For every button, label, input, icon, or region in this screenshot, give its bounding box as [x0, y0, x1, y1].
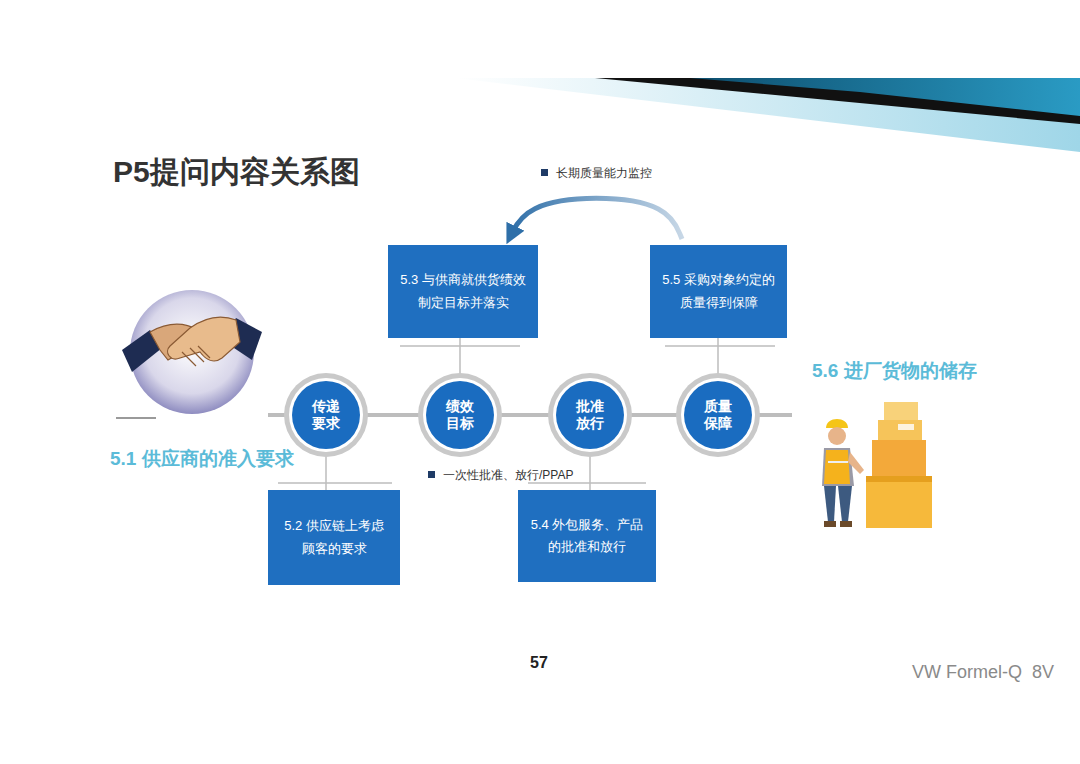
text-label: 5.6 进厂货物的储存 [812, 360, 980, 383]
stage-circle: 绩效目标 [426, 381, 494, 449]
header-band [690, 78, 1080, 116]
timeline [624, 413, 684, 417]
header-band [595, 78, 1080, 124]
process-box: 5.5 采购对象约定的质量得到保障 [650, 245, 787, 338]
node-text: 质量保障 [703, 398, 734, 433]
stage-circle: 传递要求 [292, 381, 360, 449]
leader-line [459, 338, 461, 381]
process-box: 5.2 供应链上考虑顾客的要求 [268, 490, 400, 585]
leader-bar [665, 345, 775, 347]
stage-circle: 批准放行 [556, 381, 624, 449]
timeline [750, 413, 792, 417]
timeline [268, 413, 292, 417]
worker-illustration [822, 402, 932, 528]
label-text: 5.6 进厂货物的储存 [812, 360, 977, 381]
text-label: VW Formel-Q 8V [912, 662, 1054, 684]
bullet-mark [428, 471, 435, 478]
timeline [494, 413, 556, 417]
node-text: 5.5 采购对象约定的质量得到保障 [660, 269, 777, 313]
stage-circle: 质量保障 [684, 381, 752, 449]
diagram-title: P5提问内容关系图 [113, 152, 360, 193]
timeline [360, 413, 426, 417]
process-box: 5.4 外包服务、产品的批准和放行 [518, 490, 656, 582]
node-text: 5.3 与供商就供货绩效制定目标并落实 [398, 269, 528, 313]
node-text: 5.2 供应链上考虑顾客的要求 [278, 515, 390, 559]
node-text: 5.4 外包服务、产品的批准和放行 [528, 514, 646, 558]
label-text: 5.1 供应商的准入要求 [110, 448, 294, 469]
node-text: 传递要求 [311, 398, 342, 433]
label-text: 一次性批准、放行/PPAP [443, 468, 573, 482]
text-label: 5.1 供应商的准入要求 [110, 448, 295, 471]
handshake-illustration [116, 290, 262, 418]
label-text: VW Formel-Q 8V [912, 662, 1054, 682]
node-text: 绩效目标 [445, 398, 476, 433]
label-text: 57 [530, 654, 548, 671]
edge-label-text: 长期质量能力监控 [556, 166, 652, 180]
node-text: 批准放行 [575, 398, 606, 433]
process-box: 5.3 与供商就供货绩效制定目标并落实 [388, 245, 538, 338]
bullet-mark [541, 169, 548, 176]
leader-bar [278, 482, 392, 484]
leader-bar [528, 482, 646, 484]
edge-label: 长期质量能力监控 [538, 165, 655, 182]
text-label: 一次性批准、放行/PPAP [428, 468, 573, 482]
leader-line [325, 449, 327, 490]
text-label: 57 [530, 653, 548, 672]
leader-line [717, 338, 719, 381]
feedback-arrow [510, 198, 682, 239]
leader-line [589, 449, 591, 490]
header-band [455, 78, 1080, 152]
